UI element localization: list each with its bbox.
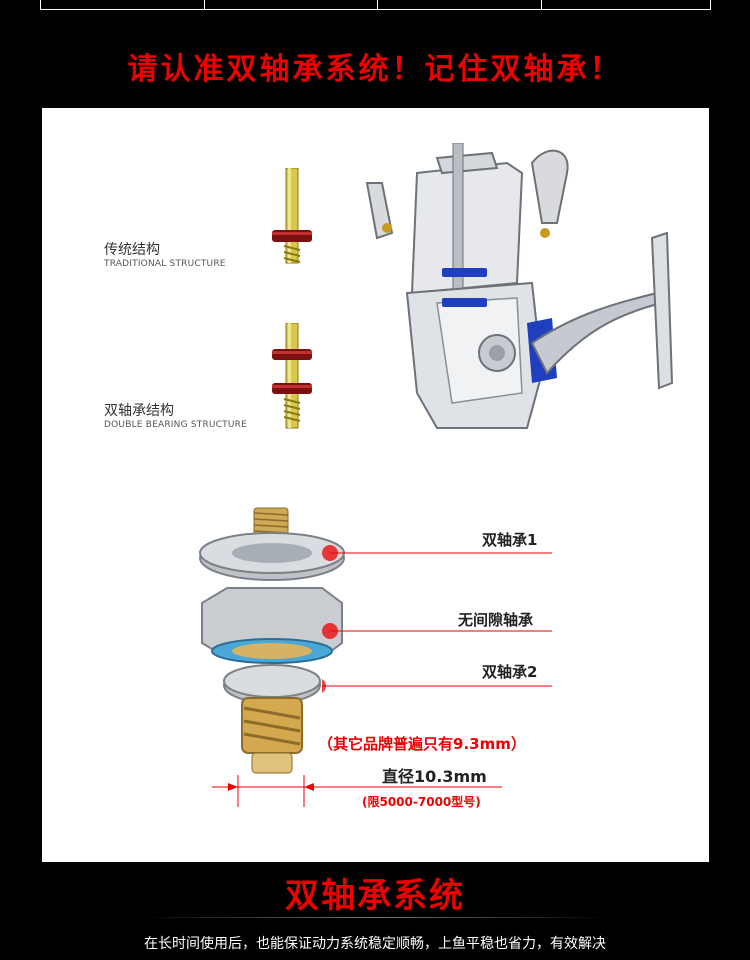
top-frame-segment <box>204 0 378 10</box>
double-bearing-shaft-illustration <box>272 323 312 429</box>
comparison-note: （其它品牌普遍只有9.3mm） <box>318 735 526 753</box>
diameter-label: 直径10.3mm <box>382 767 487 786</box>
callout-bearing-2: 双轴承2 <box>482 663 538 681</box>
callout-lines <box>322 545 552 693</box>
traditional-label-en: TRADITIONAL STRUCTURE <box>104 259 226 269</box>
headline: 请认准双轴承系统！记住双轴承！ <box>127 52 623 87</box>
top-frame-segment <box>541 0 711 10</box>
double-bearing-label: 双轴承结构 <box>104 403 174 419</box>
product-panel: 传统结构 TRADITIONAL STRUCTURE 双轴承结构 DOUBLE … <box>42 108 709 862</box>
diameter-dimension <box>212 775 502 807</box>
callout-bearing-1: 双轴承1 <box>482 531 538 549</box>
model-range-note: (限5000-7000型号) <box>362 795 481 809</box>
double-bearing-label-en: DOUBLE BEARING STRUCTURE <box>104 420 247 430</box>
traditional-label: 传统结构 <box>104 242 160 258</box>
top-frame <box>0 0 750 18</box>
reel-cutaway-illustration <box>365 143 674 429</box>
description-text: 在长时间使用后，也能保证动力系统稳定顺畅，上鱼平稳也省力，有效解决 <box>144 936 606 952</box>
section-title: 双轴承系统 <box>285 876 465 916</box>
top-frame-segment <box>377 0 542 10</box>
divider <box>140 917 610 918</box>
traditional-shaft-illustration <box>272 168 312 264</box>
callout-gapless-bearing: 无间隙轴承 <box>458 611 534 629</box>
top-frame-segment <box>40 0 205 10</box>
bearing-assembly-illustration <box>199 507 345 774</box>
